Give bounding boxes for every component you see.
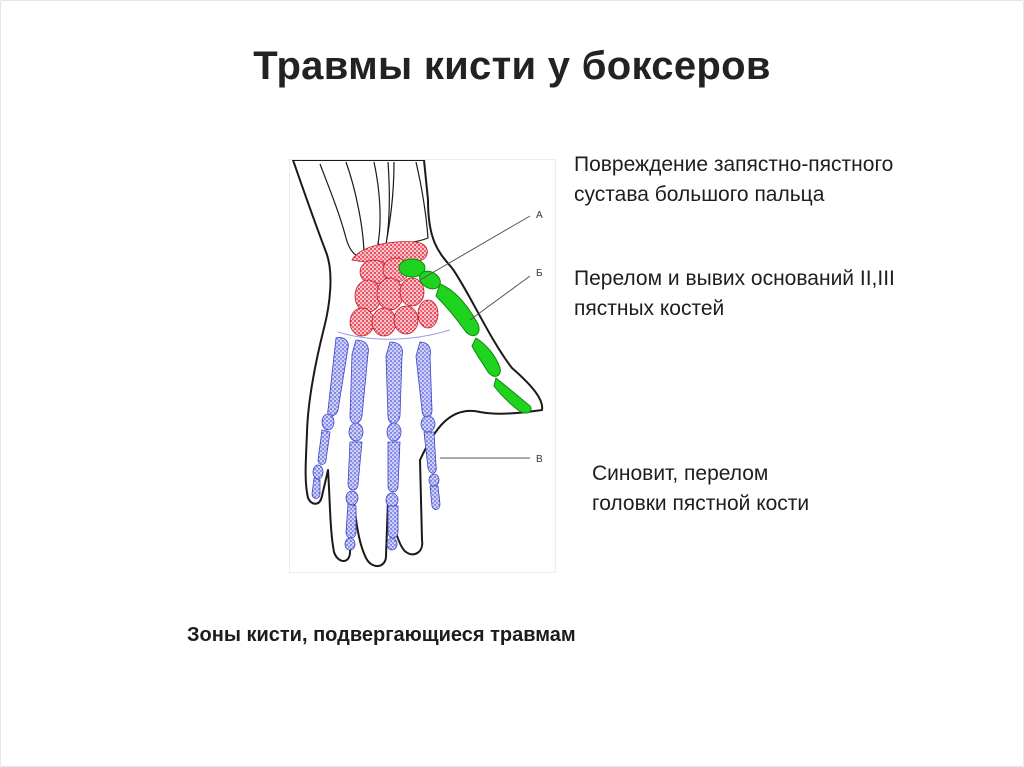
- pointer-line-b: [469, 275, 531, 321]
- pointer-line-a: [419, 215, 531, 281]
- callout-b-line1: Перелом и вывих оснований II,III: [574, 267, 895, 290]
- callout-metacarpal-base-fracture: Перелом и вывих оснований II,III пястных…: [574, 264, 895, 324]
- callout-c-line2: головки пястной кости: [592, 492, 810, 515]
- callout-a-line1: Повреждение запястно-пястного: [574, 153, 894, 176]
- figure-caption: Зоны кисти, подвергающиеся травмам: [187, 624, 576, 646]
- hand-diagram: А Б В: [289, 159, 556, 573]
- callout-thumb-joint-injury: Повреждение запястно-пястного сустава бо…: [574, 150, 893, 210]
- zone-label-v: В: [536, 454, 543, 465]
- callout-a-line2: сустава большого пальца: [574, 183, 825, 206]
- page-title: Травмы кисти у боксеров: [253, 44, 771, 88]
- pointer-lines: [419, 215, 531, 459]
- hand-illustration: А Б В: [292, 160, 544, 567]
- callout-c-line1: Синовит, перелом: [592, 462, 769, 485]
- zone-label-a: А: [536, 210, 543, 221]
- zone-label-b: Б: [536, 268, 543, 279]
- metacarpal-injury-zone: [311, 337, 441, 551]
- thumb-injury-zone: [398, 258, 532, 414]
- zone-boundary-line: [337, 329, 451, 340]
- carpal-injury-zone: [349, 241, 439, 337]
- callout-b-line2: пястных костей: [574, 297, 725, 320]
- callout-synovitis: Синовит, перелом головки пястной кости: [592, 459, 809, 519]
